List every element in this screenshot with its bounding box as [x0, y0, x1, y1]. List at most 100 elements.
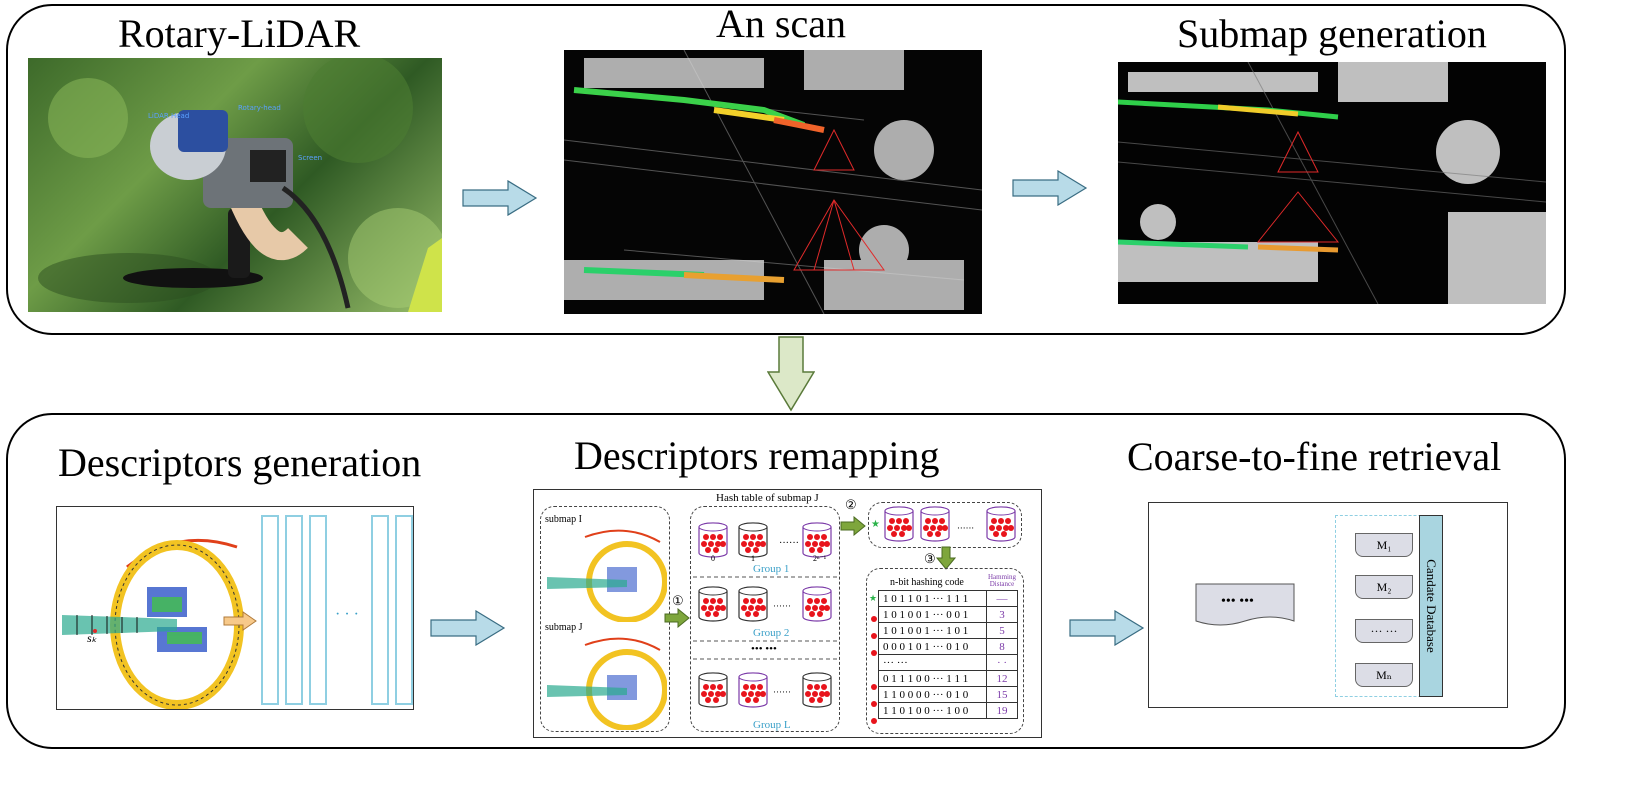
hash-bucket [698, 586, 728, 622]
matched-buckets-box: ★ ······ [868, 502, 1022, 548]
descriptor-column-3 [309, 515, 327, 705]
arrow-step-2 [840, 516, 866, 536]
hash-code-value: ··· ··· [878, 654, 987, 671]
hash-bucket [738, 672, 768, 708]
hash-code-value: 1 1 0 1 0 0 ··· 1 0 0 [878, 702, 987, 719]
hash-bucket [802, 522, 832, 558]
hashing-code-box [866, 568, 1024, 734]
bottom-panel [6, 413, 1566, 749]
hash-table-title: Hash table of submap J [716, 492, 819, 504]
code-header: n-bit hashing code [890, 577, 964, 588]
step-1-marker: ① [672, 593, 684, 608]
hamming-distance-value: · · [986, 654, 1018, 671]
submap-image [1118, 62, 1546, 304]
candidate-item: M₂ [1355, 575, 1413, 599]
sk-label: sₖ [87, 631, 98, 645]
hashing-code-table: 1 0 1 1 0 1 ··· 1 1 1—1 0 1 0 0 1 ··· 0 … [878, 590, 1018, 719]
candidate-item: ··· ··· [1355, 619, 1413, 643]
hamming-distance-value: — [986, 590, 1018, 607]
hash-bucket [802, 672, 832, 708]
hamming-distance-value: 5 [986, 622, 1018, 639]
descriptor-ellipsis: · · · [335, 606, 359, 623]
arrow-to-scan [462, 180, 538, 216]
arrow-to-submap [1012, 170, 1088, 206]
submap-j-label: submap J [545, 622, 583, 633]
arrow-step-1 [664, 608, 690, 628]
hamming-distance-value: 15 [986, 686, 1018, 703]
title-an-scan: An scan [716, 1, 846, 46]
top-panel [6, 4, 1566, 335]
bucket-dots: ······ [779, 538, 799, 549]
candidate-database: Candate Database [1419, 515, 1443, 697]
arrow-step-3 [936, 546, 956, 570]
descriptor-column-2 [285, 515, 303, 705]
candidate-item: Mₙ [1355, 663, 1413, 687]
hamming-distance-value: 19 [986, 702, 1018, 719]
hamming-distance-value: 3 [986, 606, 1018, 623]
hamming-distance-value: 8 [986, 638, 1018, 655]
title-descriptors-generation: Descriptors generation [58, 440, 422, 485]
label-lidar-head: LiDAR Head [148, 112, 189, 120]
hash-code-value: 1 0 1 1 0 1 ··· 1 1 1 [878, 590, 987, 607]
candidate-database-label: Candate Database [1424, 559, 1439, 653]
hash-bucket [986, 506, 1016, 542]
hamming-distance-value: 12 [986, 670, 1018, 687]
descriptors-remapping-figure: Hash table of submap J submap I submap J… [533, 489, 1042, 738]
svg-text:······: ······ [773, 687, 791, 697]
arrow-to-retrieval [1069, 610, 1145, 646]
label-rotary-head: Rotary-head [238, 104, 281, 112]
bucket-label-1: 1 [751, 554, 755, 563]
arrow-down-to-descriptors [767, 336, 815, 412]
candidate-item: M₁ [1355, 533, 1413, 557]
hash-code-value: 0 1 1 1 0 0 ··· 1 1 1 [878, 670, 987, 687]
hash-code-row: ··· ···· · [878, 654, 1018, 671]
step-3-marker: ③ [924, 551, 936, 566]
hash-code-value: 0 0 0 1 0 1 ··· 0 1 0 [878, 638, 987, 655]
submaps-box: submap I submap J [540, 506, 670, 732]
hash-bucket [698, 522, 728, 558]
descriptor-column-1 [261, 515, 279, 705]
lidar-device-photo: LiDAR Head Rotary-head Screen [28, 58, 442, 312]
bucket-label-last: 2ⁿ⁻¹ [813, 554, 827, 563]
query-document [1195, 583, 1295, 626]
title-rotary-lidar: Rotary-LiDAR [118, 11, 361, 56]
svg-text:······: ······ [957, 524, 974, 534]
svg-text:★: ★ [871, 519, 880, 530]
hash-bucket [738, 586, 768, 622]
svg-text:······: ······ [773, 601, 791, 611]
arrow-to-remapping [430, 610, 506, 646]
hash-bucket [920, 506, 950, 542]
row-markers: ★ [869, 594, 877, 724]
group-2-label: Group 2 [753, 627, 790, 639]
hash-bucket [698, 672, 728, 708]
label-screen: Screen [298, 154, 322, 162]
title-coarse-to-fine-retrieval: Coarse-to-fine retrieval [1127, 434, 1502, 479]
descriptor-column-n1 [371, 515, 389, 705]
hash-code-value: 1 0 1 0 0 1 ··· 0 0 1 [878, 606, 987, 623]
title-descriptors-remapping: Descriptors remapping [574, 433, 940, 478]
hash-buckets-drawing: ······ ······ [693, 522, 839, 708]
hash-code-value: 1 0 1 0 0 1 ··· 1 0 1 [878, 622, 987, 639]
group-l-label: Group L [753, 719, 791, 731]
hash-code-row: 1 0 1 1 0 1 ··· 1 1 1— [878, 590, 1018, 607]
bucket-label-0: 0 [711, 554, 715, 563]
svg-text:★: ★ [869, 594, 877, 604]
title-submap-generation: Submap generation [1177, 11, 1487, 56]
hash-bucket [802, 586, 832, 622]
step-2-marker: ② [845, 497, 857, 512]
submap-i-label: submap I [545, 514, 582, 525]
hash-groups-box: ············ Group 1 Group 2 ••• ••• Gro… [690, 506, 840, 732]
hash-bucket [884, 506, 914, 542]
lidar-scan-image [564, 50, 982, 314]
hash-bucket [738, 522, 768, 558]
descriptor-column-n [395, 515, 413, 705]
descriptors-generation-figure: sₖ · · · [56, 506, 414, 710]
group-ellipsis: ••• ••• [751, 643, 777, 655]
